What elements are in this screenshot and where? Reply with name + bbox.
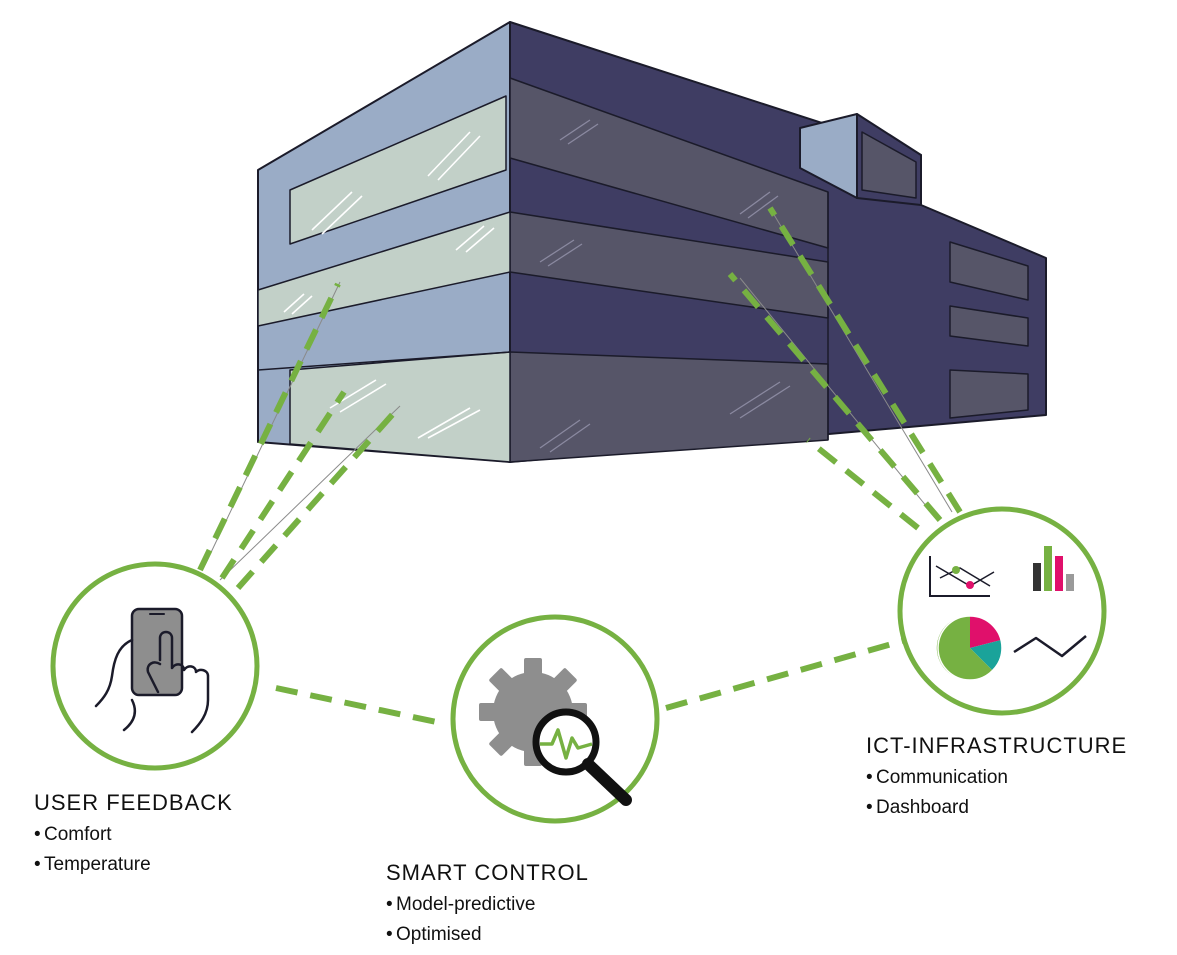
smart-control-title: SMART CONTROL — [386, 860, 589, 885]
dash-user-to-smart — [275, 685, 447, 727]
dash-user-to-building-2 — [219, 390, 347, 580]
gear-magnifier-icon — [479, 658, 632, 806]
dark-glints — [539, 119, 791, 453]
dashed-connections — [197, 206, 963, 727]
user-feedback-label: USER FEEDBACK •Comfort •Temperature — [34, 790, 233, 880]
ict-title: ICT-INFRASTRUCTURE — [866, 733, 1128, 758]
bar-chart-mini — [1033, 546, 1074, 591]
left-window-band-2 — [257, 211, 511, 327]
glass-glints — [283, 131, 495, 439]
dash-ict-to-building-2 — [727, 272, 943, 522]
line-chart-mini — [929, 556, 995, 597]
wing-window-1 — [949, 241, 1029, 301]
pie-chart-mini — [936, 615, 1003, 681]
rooftop-box-window — [861, 131, 917, 199]
user-feedback-title: USER FEEDBACK — [34, 790, 233, 815]
left-window-top — [289, 95, 507, 245]
front-window-band-3 — [509, 351, 829, 463]
bullet-item: •Temperature — [34, 854, 151, 875]
sparkline-mini — [1013, 635, 1087, 658]
ict-label: ICT-INFRASTRUCTURE •Communication •Dashb… — [866, 733, 1127, 823]
bullet-item: •Optimised — [386, 924, 482, 945]
dash-smart-to-ict — [665, 637, 907, 711]
bullet-item: •Communication — [866, 767, 1008, 788]
bullet-item: •Comfort — [34, 824, 112, 845]
wing-window-2 — [949, 305, 1029, 347]
dash-user-to-building-1 — [197, 282, 341, 572]
smart-control-label: SMART CONTROL •Model-predictive •Optimis… — [386, 860, 589, 950]
wing-window-3 — [949, 369, 1029, 419]
ict-circle — [897, 506, 1107, 716]
left-window-band-3 — [289, 351, 511, 463]
dash-user-to-building-3 — [235, 404, 403, 590]
dash-ict-to-building-1 — [767, 206, 963, 514]
bullet-item: •Model-predictive — [386, 894, 536, 915]
dash-ict-to-building-3 — [806, 437, 920, 531]
hand-holding-phone-icon — [94, 607, 210, 734]
bullet-item: •Dashboard — [866, 797, 969, 818]
dashboard-charts-icon — [929, 546, 1087, 681]
building — [257, 21, 1047, 463]
